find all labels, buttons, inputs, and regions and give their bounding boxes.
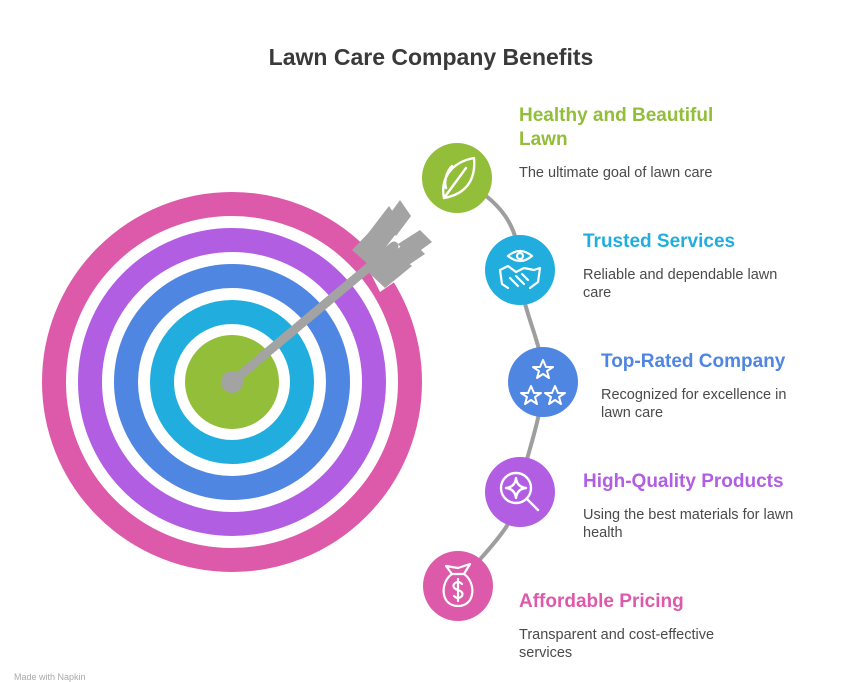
item-high-quality: High-Quality Products Using the best mat… bbox=[583, 470, 798, 542]
item-description: The ultimate goal of lawn care bbox=[519, 165, 713, 181]
badge-healthy-lawn bbox=[422, 143, 492, 213]
item-description: Using the best materials for lawn health bbox=[583, 507, 794, 541]
item-title: Trusted Services bbox=[583, 231, 736, 252]
item-description: Reliable and dependable lawn care bbox=[583, 267, 778, 301]
item-title: Affordable Pricing bbox=[519, 591, 684, 612]
item-title: Top-Rated Company bbox=[601, 351, 786, 372]
target-ring-pink bbox=[42, 192, 422, 572]
badge-top-rated bbox=[508, 347, 578, 417]
handshake-eye-icon bbox=[498, 249, 542, 290]
target-ring-purple bbox=[78, 228, 386, 536]
badge-high-quality bbox=[485, 457, 555, 527]
item-title: Healthy and Beautiful Lawn bbox=[519, 105, 714, 150]
item-description: Recognized for excellence in lawn care bbox=[601, 387, 787, 421]
stars-icon bbox=[520, 359, 566, 405]
magnifier-sparkle-icon bbox=[499, 471, 540, 512]
item-title: High-Quality Products bbox=[583, 471, 784, 492]
item-trusted-services: Trusted Services Reliable and dependable… bbox=[583, 230, 798, 302]
item-description: Transparent and cost-effective services bbox=[519, 627, 715, 661]
money-bag-icon bbox=[442, 562, 474, 608]
badge-affordable-pricing bbox=[423, 551, 493, 621]
footer-credit: Made with Napkin bbox=[14, 672, 86, 682]
item-top-rated: Top-Rated Company Recognized for excelle… bbox=[601, 350, 811, 422]
leaf-icon bbox=[442, 156, 476, 200]
badge-trusted-services bbox=[485, 235, 555, 305]
page-title: Lawn Care Company Benefits bbox=[268, 44, 594, 70]
arrow bbox=[221, 200, 432, 393]
target-ring-blue bbox=[114, 264, 350, 500]
target-ring-cyan bbox=[150, 300, 314, 464]
item-affordable-pricing: Affordable Pricing Transparent and cost-… bbox=[519, 590, 759, 662]
item-healthy-lawn: Healthy and Beautiful Lawn The ultimate … bbox=[519, 104, 759, 182]
